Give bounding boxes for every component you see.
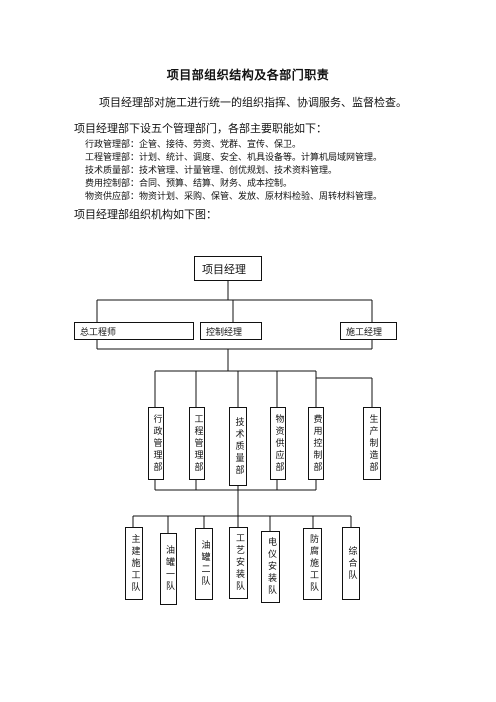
dept-engineering-box: 工程管理部 <box>189 407 205 480</box>
construction-manager-box: 施工经理 <box>340 322 397 340</box>
dept-cost-control-box: 费用控制部 <box>308 407 324 480</box>
chart-intro: 项目经理部组织机构如下图： <box>74 208 217 221</box>
duty-item: 工程管理部：计划、统计、调度、安全、机具设备等。计算机局域网管理。 <box>85 153 383 163</box>
duty-item: 费用控制部：合同、预算、结算、财务、成本控制。 <box>85 179 293 189</box>
team-main-construction-box: 主建施工队 <box>125 527 143 600</box>
dept-admin-box: 行政管理部 <box>148 407 164 480</box>
project-manager-box: 项目经理 <box>194 256 262 281</box>
intro-line-1: 项目经理部对施工进行统一的组织指挥、协调服务、监督检查。 <box>99 96 407 109</box>
dept-supply-box: 物资供应部 <box>270 407 286 480</box>
team-tank-2-box: 油罐二队 <box>195 528 213 600</box>
team-process-install-box: 工艺安装队 <box>229 527 248 599</box>
dept-tech-quality-box: 技术质量部 <box>229 407 247 486</box>
duty-item: 技术质量部：技术管理、计量管理、创优规划、技术资料管理。 <box>85 166 338 176</box>
control-manager-box: 控制经理 <box>200 322 262 340</box>
duty-item: 物资供应部：物资计划、采购、保管、发放、原材料检验、周转材料管理。 <box>85 192 383 202</box>
intro-line-2: 项目经理部下设五个管理部门，各部主要职能如下： <box>74 122 327 135</box>
duty-list: 行政管理部：企管、接待、劳资、党群、宣传、保卫。 工程管理部：计划、统计、调度、… <box>85 139 382 204</box>
page-title: 项目部组织结构及各部门职责 <box>166 68 330 82</box>
team-general-box: 综合队 <box>342 527 360 600</box>
team-electrical-install-box: 电仪安装队 <box>261 531 280 603</box>
chief-engineer-box: 总工程师 <box>74 322 194 340</box>
duty-item: 行政管理部：企管、接待、劳资、党群、宣传、保卫。 <box>85 140 302 150</box>
team-tank-1-box: 油罐一队 <box>160 533 177 605</box>
dept-production-box: 生产制造部 <box>363 407 381 480</box>
team-anticorrosion-box: 防腐施工队 <box>303 528 322 600</box>
